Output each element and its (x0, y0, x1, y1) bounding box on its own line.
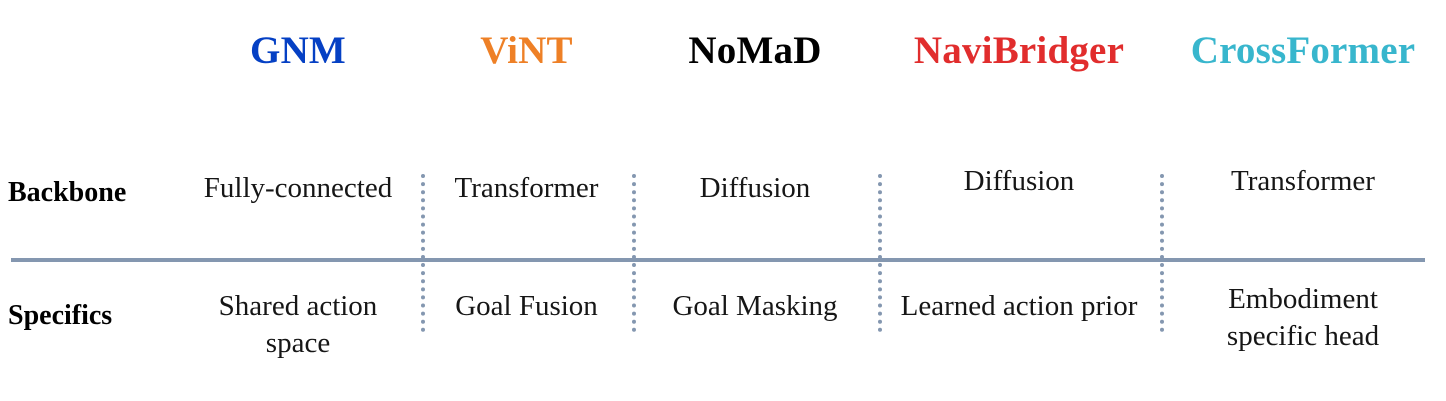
column-header-gnm-label: GNM (250, 28, 346, 72)
column-separator-4 (1160, 174, 1164, 332)
cell-backbone-nomad-text: Diffusion (699, 172, 811, 204)
column-header-crossformer-label: CrossFormer (1190, 28, 1416, 72)
cell-specifics-gnm-text: Shared action space (218, 290, 378, 360)
cell-backbone-gnm-text: Fully-connected (203, 172, 393, 204)
row-label-backbone: Backbone (0, 172, 175, 214)
column-header-vint-label: ViNT (480, 28, 573, 72)
cell-specifics-nomad: Goal Masking (632, 288, 878, 380)
column-header-navibridger-label: NaviBridger (913, 28, 1125, 72)
column-separator-1 (421, 174, 425, 332)
column-header-nomad-label: NoMaD (688, 28, 822, 72)
cell-backbone-nomad: Diffusion (632, 170, 878, 218)
cell-backbone-navibridger: Diffusion (878, 163, 1160, 211)
column-header-vint: ViNT (421, 18, 632, 82)
cell-backbone-vint-text: Transformer (454, 172, 599, 204)
cell-specifics-navibridger: Learned action prior (898, 288, 1140, 380)
cell-backbone-crossformer: Transformer (1160, 163, 1446, 211)
column-separator-3 (878, 174, 882, 332)
cell-specifics-crossformer: Embodiment specific head (1182, 281, 1424, 373)
cell-specifics-crossformer-text: Embodiment specific head (1226, 283, 1380, 353)
column-separator-2 (632, 174, 636, 332)
column-header-nomad: NoMaD (632, 18, 878, 82)
row-label-specifics: Specifics (0, 295, 175, 337)
cell-backbone-crossformer-text: Transformer (1231, 165, 1375, 197)
cell-specifics-gnm: Shared action space (185, 288, 411, 380)
cell-backbone-gnm: Fully-connected (175, 170, 421, 218)
column-header-crossformer: CrossFormer (1160, 18, 1446, 82)
cell-specifics-nomad-text: Goal Masking (672, 290, 838, 322)
row-label-specifics-text: Specifics (8, 300, 113, 331)
cell-specifics-vint: Goal Fusion (421, 288, 632, 380)
column-header-navibridger: NaviBridger (878, 18, 1160, 82)
column-header-gnm: GNM (175, 18, 421, 82)
cell-backbone-navibridger-text: Diffusion (963, 165, 1075, 197)
cell-backbone-vint: Transformer (421, 170, 632, 218)
row-label-backbone-text: Backbone (8, 177, 127, 208)
cell-specifics-vint-text: Goal Fusion (455, 290, 598, 322)
row-divider (11, 258, 1425, 262)
cell-specifics-navibridger-text: Learned action prior (900, 290, 1138, 322)
